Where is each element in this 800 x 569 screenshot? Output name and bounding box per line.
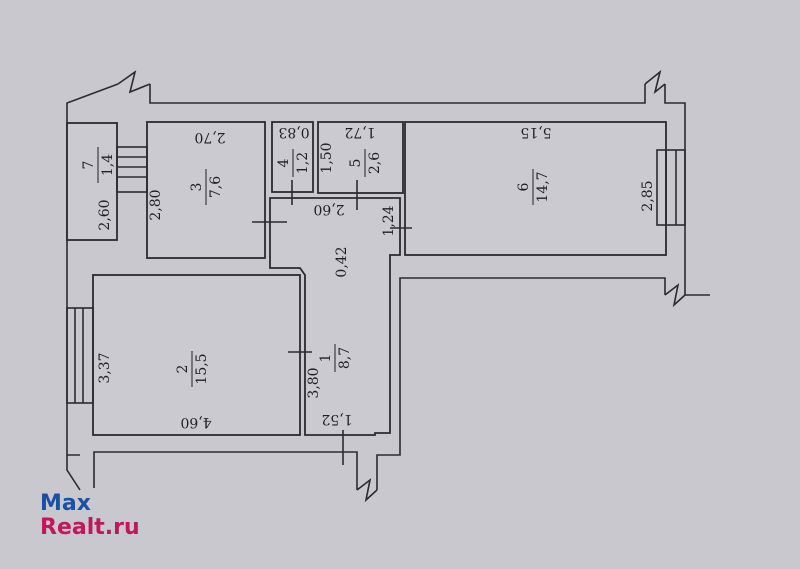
svg-text:1: 1 xyxy=(318,354,334,363)
svg-text:7: 7 xyxy=(81,161,97,170)
label-room-1: 1 8,7 xyxy=(318,344,353,372)
watermark-line1: Max xyxy=(40,491,91,516)
label-room-5: 5 2,6 xyxy=(348,149,383,177)
label-room-7: 7 1,4 xyxy=(81,147,116,183)
dim-r1-height: 3,80 xyxy=(306,367,322,398)
dim-r6-width: 5,15 xyxy=(520,124,551,140)
dim-r5-height: 1,50 xyxy=(319,142,335,173)
svg-text:4: 4 xyxy=(276,158,292,167)
dim-r4-width: 0,83 xyxy=(278,124,309,140)
door-marks xyxy=(252,180,412,465)
window-room-6 xyxy=(656,149,686,226)
room-2 xyxy=(92,274,301,436)
watermark-line2: Realt.ru xyxy=(40,515,140,540)
svg-text:15,5: 15,5 xyxy=(194,353,210,384)
label-room-4: 4 1,2 xyxy=(276,149,311,177)
svg-text:7,6: 7,6 xyxy=(208,176,224,198)
outer-walls xyxy=(66,69,710,503)
svg-text:8,7: 8,7 xyxy=(337,347,353,369)
label-room-2: 2 15,5 xyxy=(175,351,210,387)
dim-r2-height: 3,37 xyxy=(97,352,113,383)
room-5 xyxy=(317,121,404,194)
dim-hall-side: 1,24 xyxy=(381,205,397,236)
dim-r7-height: 2,60 xyxy=(97,199,113,230)
svg-text:2: 2 xyxy=(175,365,191,374)
svg-text:14,7: 14,7 xyxy=(535,171,551,202)
svg-text:1,4: 1,4 xyxy=(100,154,116,176)
svg-text:5: 5 xyxy=(348,159,364,168)
dim-hall-width: 2,60 xyxy=(313,201,344,217)
dim-hall-gap: 0,42 xyxy=(334,246,350,277)
svg-text:2,6: 2,6 xyxy=(367,152,383,174)
window-room-2 xyxy=(66,307,94,404)
dim-r6-height: 2,85 xyxy=(640,180,656,211)
room-6 xyxy=(404,121,667,256)
dim-r1-width: 1,52 xyxy=(321,411,352,427)
room-1-hall xyxy=(269,197,401,436)
label-room-6: 6 14,7 xyxy=(516,169,551,205)
label-room-3: 3 7,6 xyxy=(189,169,224,205)
window-room-3 xyxy=(116,146,148,193)
dim-r5-width: 1,72 xyxy=(344,124,375,140)
dim-r3-height: 2,80 xyxy=(148,189,164,220)
svg-text:6: 6 xyxy=(516,182,532,191)
svg-text:1,2: 1,2 xyxy=(295,152,311,174)
dim-r3-width: 2,70 xyxy=(194,129,225,145)
watermark-logo: Max Realt.ru xyxy=(40,492,140,540)
svg-text:3: 3 xyxy=(189,183,205,192)
dim-r2-width: 4,60 xyxy=(180,414,211,430)
